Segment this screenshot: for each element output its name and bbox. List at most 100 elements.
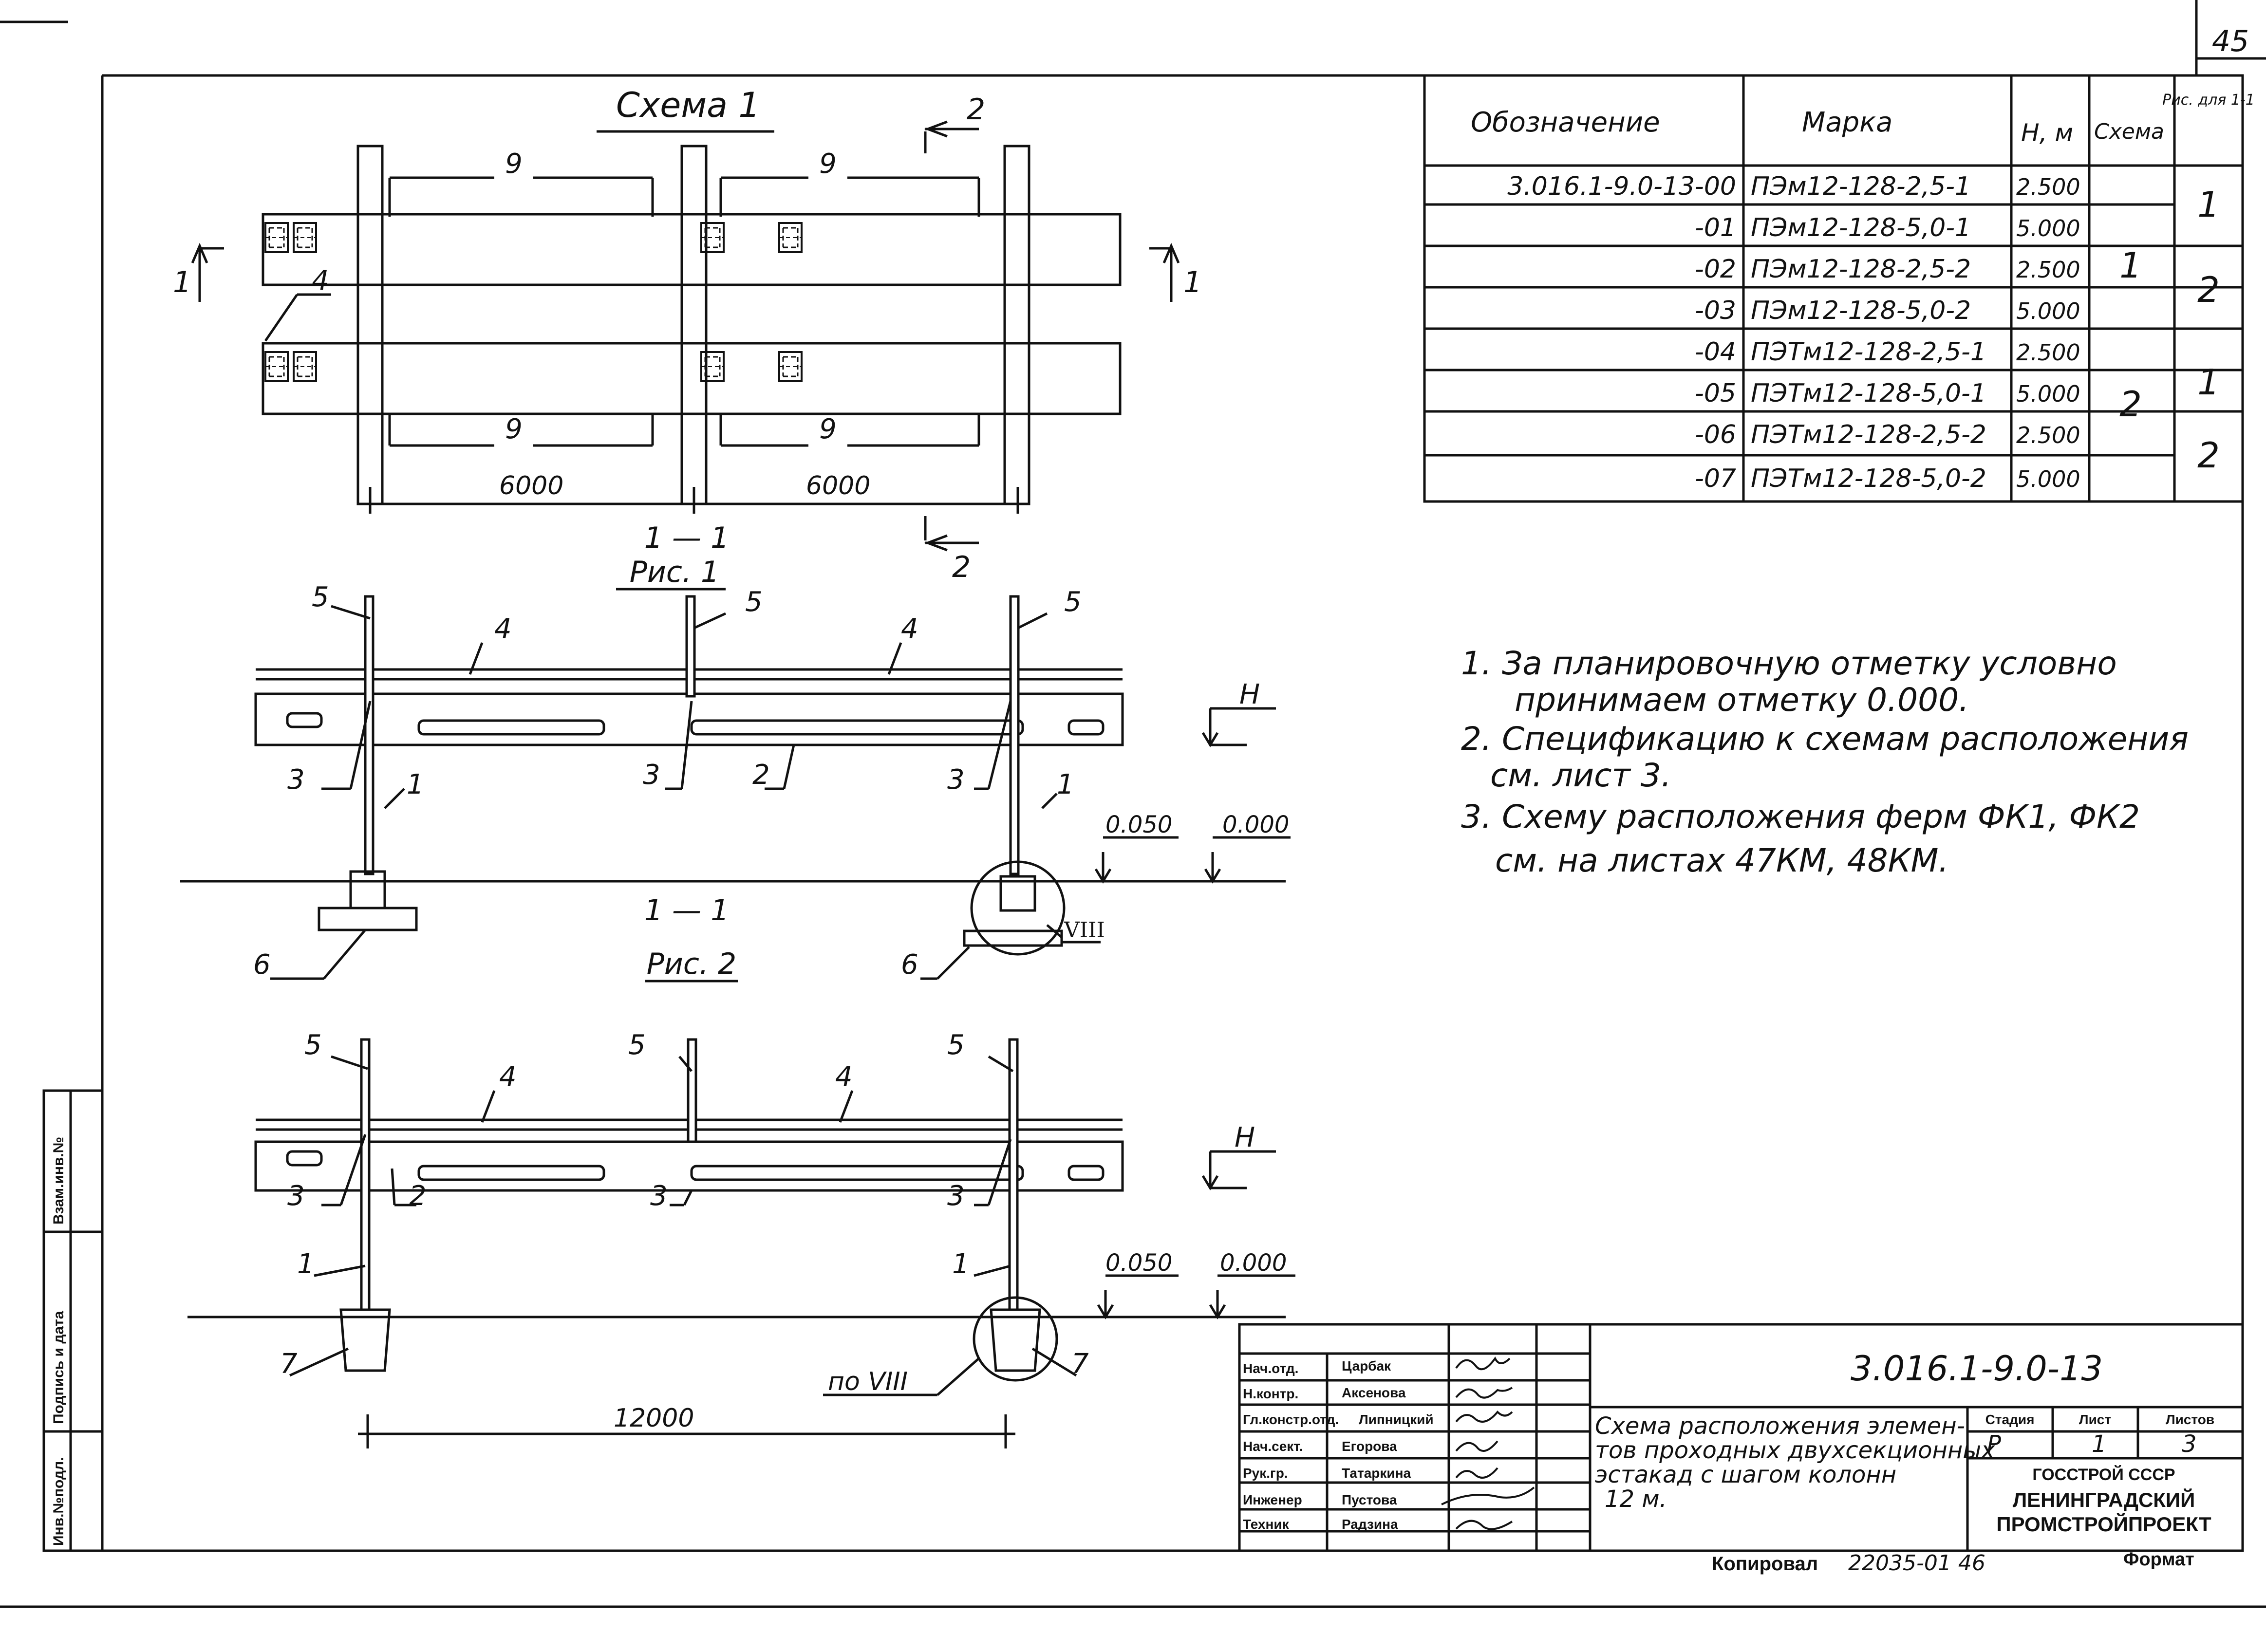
row-height: 5.000	[2016, 298, 2080, 324]
row-mark: ПЭТм12-128-2,5-2	[1751, 420, 1986, 449]
fig-group: 2	[2197, 269, 2220, 310]
row-code: -02	[1695, 255, 1736, 284]
truss-panel	[265, 223, 288, 252]
person-role: Нач.сект.	[1243, 1439, 1303, 1454]
row-mark: ПЭм12-128-2,5-2	[1751, 255, 1971, 284]
section-fig1-subtitle: Рис. 1	[630, 555, 719, 589]
side-stamp-replace-label: Взам.инв.№	[51, 1137, 67, 1225]
callout-9: 9	[505, 413, 523, 445]
section-mark-left: 1	[173, 265, 191, 299]
person-name: Царбак	[1342, 1358, 1391, 1374]
person-name: Радзина	[1342, 1517, 1398, 1532]
row-code: 3.016.1-9.0-13-00	[1507, 172, 1736, 201]
section-fig1: 1 — 1 Рис. 1	[180, 521, 1291, 981]
description-line: эстакад с шагом колонн	[1595, 1461, 1896, 1488]
detail-mark-viii: VIII	[1064, 918, 1105, 943]
side-stamp-inv-label: Инв.№подл.	[51, 1457, 67, 1546]
person-role: Инженер	[1243, 1492, 1302, 1507]
table-header-fig: Рис. для 1-1	[2162, 92, 2255, 109]
callout-4: 4	[901, 613, 918, 645]
callout-9: 9	[819, 148, 837, 180]
title-block	[1238, 1323, 2244, 1552]
elevation-0050: 0.050	[1105, 1249, 1172, 1277]
dim-12000: 12000	[614, 1404, 694, 1433]
stage-value: Р	[1987, 1430, 2001, 1458]
callout-5: 5	[1064, 586, 1082, 618]
person-name: Липницкий	[1359, 1412, 1434, 1427]
table-row: -02 ПЭм12-128-2,5-2 2.500	[1695, 255, 2080, 284]
dim-6000-left: 6000	[499, 471, 563, 501]
table-header-designation: Обозначение	[1471, 107, 1660, 138]
callout-5: 5	[304, 1029, 322, 1061]
row-code: -06	[1695, 420, 1736, 449]
person-name: Татаркина	[1342, 1466, 1411, 1481]
signatures	[1441, 1356, 1535, 1530]
callout-7: 7	[280, 1348, 298, 1380]
person-name: Пустова	[1342, 1492, 1397, 1507]
table-header-height: H, м	[2021, 119, 2073, 147]
row-height: 5.000	[2016, 215, 2080, 241]
signature-list: Нач.отд. Царбак Н.контр. Аксенова Гл.кон…	[1243, 1358, 1434, 1532]
table-row: -04 ПЭТм12-128-2,5-1 2.500	[1695, 337, 2080, 367]
note-line: принимаем отметку 0.000.	[1515, 681, 1969, 719]
callout-4: 4	[499, 1061, 517, 1093]
callout-1: 1	[952, 1248, 970, 1280]
row-mark: ПЭм12-128-5,0-1	[1751, 213, 1971, 242]
note-line: см. на листах 47КМ, 48КМ.	[1495, 842, 1948, 879]
person-role: Техник	[1243, 1517, 1290, 1532]
document-code: 3.016.1-9.0-13	[1851, 1349, 2103, 1389]
section-fig2-subtitle: Рис. 2	[647, 947, 736, 981]
callout-9: 9	[819, 413, 837, 445]
sheet-label: Лист	[2079, 1412, 2111, 1427]
row-height: 2.500	[2016, 422, 2080, 448]
row-mark: ПЭТм12-128-5,0-1	[1751, 379, 1986, 408]
row-mark: ПЭм12-128-2,5-1	[1751, 172, 1971, 201]
note-line: см. лист 3.	[1490, 757, 1671, 794]
footer-copied-number: 22035-01 46	[1848, 1551, 1985, 1576]
callout-3: 3	[947, 1180, 965, 1212]
spec-table	[1423, 74, 2244, 503]
callout-3: 3	[650, 1180, 668, 1212]
sheets-label: Листов	[2166, 1412, 2214, 1427]
scheme1-title: Схема 1	[616, 85, 760, 125]
callout-1: 1	[407, 769, 424, 800]
scheme-group-2: 2	[2119, 384, 2142, 425]
table-header-scheme: Схема	[2094, 119, 2164, 144]
scheme-group-1: 1	[2119, 245, 2142, 286]
row-code: -04	[1695, 337, 1736, 367]
person-name: Аксенова	[1342, 1385, 1406, 1400]
callout-6: 6	[253, 949, 271, 981]
callout-7: 7	[1071, 1348, 1089, 1380]
row-code: -03	[1695, 296, 1736, 325]
table-row: -05 ПЭТм12-128-5,0-1 5.000	[1695, 379, 2080, 408]
height-label: H	[1239, 679, 1260, 710]
org-line: ГОССТРОЙ СССР	[2032, 1465, 2175, 1484]
elevation-0000: 0.000	[1222, 811, 1289, 838]
row-mark: ПЭТм12-128-5,0-2	[1751, 464, 1986, 493]
org-line: ПРОМСТРОЙПРОЕКТ	[1996, 1512, 2211, 1536]
row-height: 5.000	[2016, 381, 2080, 407]
elevation-0050: 0.050	[1105, 811, 1172, 838]
callout-5: 5	[312, 581, 329, 613]
table-row: -03 ПЭм12-128-5,0-2 5.000	[1695, 296, 2080, 325]
sheet-value: 1	[2092, 1430, 2107, 1458]
section-fig1-title: 1 — 1	[644, 521, 730, 555]
callout-3: 3	[287, 1180, 305, 1212]
callout-3: 3	[643, 759, 660, 791]
row-mark: ПЭм12-128-5,0-2	[1751, 296, 1971, 325]
description-line: Схема расположения элемен-	[1595, 1412, 1965, 1440]
view-mark-top: 2	[967, 93, 985, 127]
sheet-number: 45	[2212, 24, 2249, 58]
truss-panel	[294, 352, 316, 381]
callout-9: 9	[505, 148, 523, 180]
section-fig2-title: 1 — 1	[644, 893, 730, 928]
side-stamp	[42, 1089, 104, 1552]
table-row: -01 ПЭм12-128-5,0-1 5.000	[1695, 213, 2080, 242]
table-header-mark: Марка	[1802, 107, 1892, 138]
row-height: 5.000	[2016, 466, 2080, 492]
stage-label: Стадия	[1985, 1412, 2035, 1427]
callout-5: 5	[947, 1029, 965, 1061]
row-height: 2.500	[2016, 339, 2080, 366]
footer-format: Формат	[2123, 1549, 2194, 1570]
